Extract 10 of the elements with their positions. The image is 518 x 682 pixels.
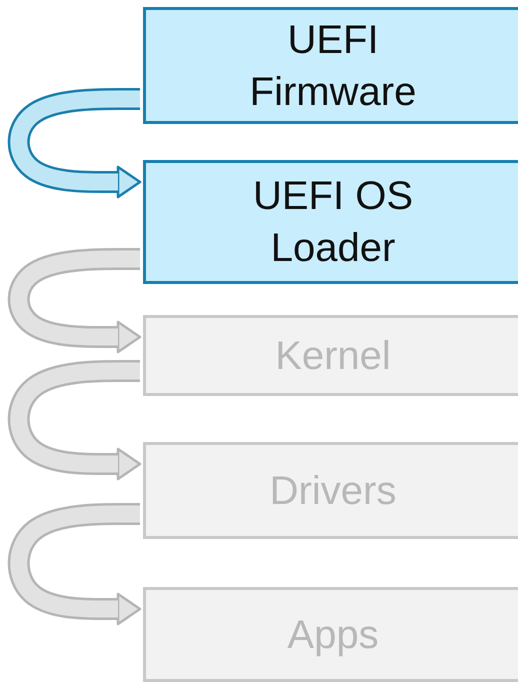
layer-box xyxy=(143,315,518,396)
layer-box xyxy=(143,442,518,539)
layer-label: UEFI Firmware xyxy=(248,16,418,116)
layer-label: UEFI OS Loader xyxy=(252,173,414,272)
layer-label: Apps xyxy=(286,612,380,658)
layer-box xyxy=(143,587,518,682)
layer-label: Kernel xyxy=(274,332,392,380)
layer-label: Drivers xyxy=(268,468,398,514)
layer-box xyxy=(143,7,518,124)
layer-box xyxy=(143,160,518,284)
